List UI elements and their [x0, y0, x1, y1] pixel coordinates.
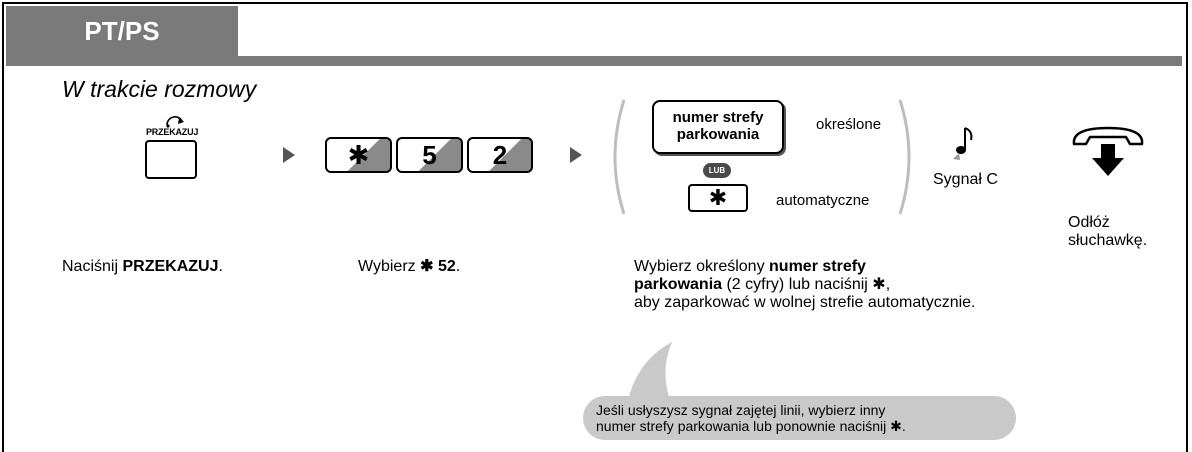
- music-note-icon: [953, 127, 973, 160]
- handset-hangup-icon: [1072, 126, 1144, 176]
- speech-bubble-tail: [628, 342, 672, 400]
- option-specific: określone: [816, 116, 882, 133]
- left-paren: [613, 99, 626, 215]
- step3-description: Wybierz określony numer strefy parkowani…: [634, 258, 976, 312]
- hangup-line2: słuchawkę.: [1068, 232, 1148, 249]
- step3-line1-bold: numer strefy: [769, 258, 866, 275]
- step2-suffix: .: [455, 258, 461, 275]
- note-bubble: [583, 396, 1016, 440]
- step3-line2-rest: (2 cyfry) lub naciśnij ✱,: [722, 276, 891, 293]
- header-tab: PT/PS: [6, 6, 238, 56]
- digit-2-key[interactable]: 2: [467, 137, 533, 173]
- note-line1: Jeśli usłyszysz sygnał zajętej linii, wy…: [596, 402, 886, 418]
- step1-prefix: Naciśnij: [62, 258, 123, 275]
- star-key-auto[interactable]: ✱: [688, 184, 748, 212]
- step1-bold: PRZEKAZUJ: [122, 258, 219, 275]
- step3-line1-prefix: Wybierz określony: [634, 258, 770, 275]
- zone-number-key[interactable]: numer strefy parkowania: [652, 100, 784, 154]
- note-line2: numer strefy parkowania lub ponownie nac…: [596, 418, 906, 434]
- transfer-button[interactable]: [145, 140, 197, 179]
- transfer-arrow-icon: [166, 116, 184, 128]
- digit-5-key[interactable]: 5: [396, 137, 463, 173]
- step3-line3: aby zaparkować w wolnej strefie automaty…: [634, 294, 976, 311]
- right-paren: [898, 99, 911, 215]
- tone-label: Sygnał C: [933, 171, 998, 188]
- subtitle: W trakcie rozmowy: [62, 76, 257, 102]
- star-key[interactable]: ✱: [325, 137, 392, 173]
- step-arrow-1: [283, 147, 295, 163]
- step3-line2-bold: parkowania: [634, 276, 723, 293]
- transfer-key-label: PRZEKAZUJ: [146, 127, 199, 137]
- step2-prefix: Wybierz: [358, 258, 421, 275]
- option-auto: automatyczne: [776, 192, 870, 209]
- note-text: Jeśli usłyszysz sygnał zajętej linii, wy…: [596, 402, 1016, 434]
- lub-badge: LUB: [703, 163, 731, 178]
- step2-bold: ✱ 52: [420, 258, 456, 275]
- header-band: [6, 56, 1182, 66]
- step1-description: Naciśnij PRZEKAZUJ.: [62, 258, 223, 276]
- zone-key-line2: parkowania: [676, 126, 760, 143]
- step2-description: Wybierz ✱ 52.: [358, 258, 460, 276]
- zone-key-line1: numer strefy: [672, 109, 764, 126]
- step-arrow-2: [570, 147, 582, 163]
- hangup-line1: Odłóż: [1068, 214, 1110, 231]
- step1-suffix: .: [218, 258, 223, 275]
